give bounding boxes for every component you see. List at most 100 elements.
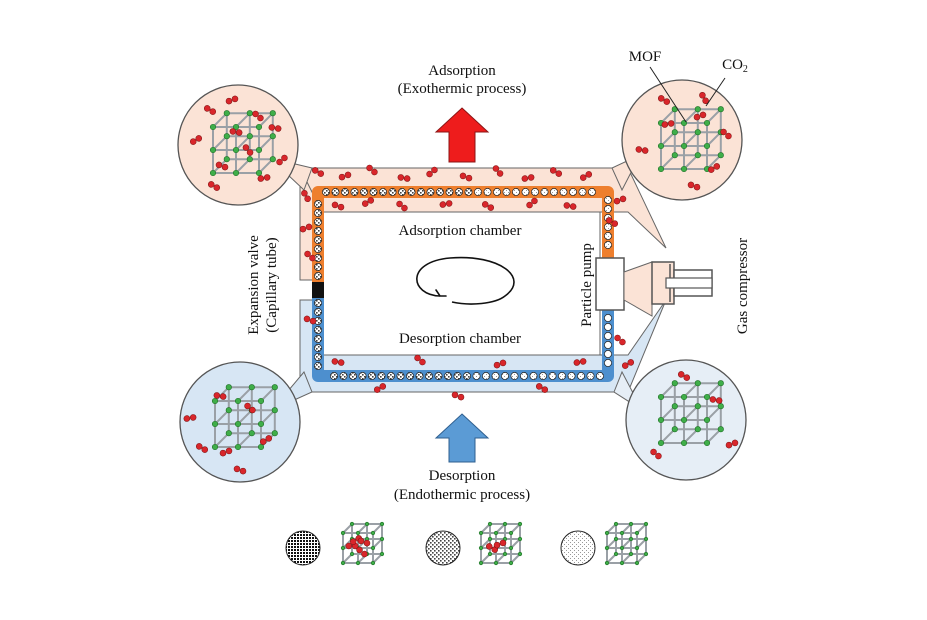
stream-particle	[604, 232, 612, 240]
stream-particle	[314, 308, 322, 316]
stream-particle	[472, 372, 481, 380]
co2-molecule-icon	[493, 539, 507, 549]
co2-label-main: CO	[722, 57, 743, 73]
co2-molecule-icon	[481, 201, 495, 211]
co2-molecule-icon	[299, 223, 313, 233]
co2-molecule-icon	[229, 128, 243, 136]
co2-molecule-icon	[613, 195, 627, 205]
legend-dense-particle-icon	[285, 530, 321, 566]
stream-particle	[314, 335, 322, 343]
stream-particle	[455, 188, 463, 196]
stream-particle	[604, 332, 612, 340]
co2-molecule-icon	[373, 383, 387, 393]
stream-particle	[493, 188, 501, 196]
co2-molecule-icon	[225, 95, 239, 105]
stream-particle	[331, 188, 340, 196]
co2-molecule-icon	[396, 200, 408, 212]
magnified-view-bottom-left	[179, 361, 313, 483]
stream-particle	[379, 188, 387, 196]
co2-molecule-icon	[203, 105, 217, 115]
co2-molecule-icon	[657, 95, 671, 105]
mof-cube-icon	[604, 521, 649, 566]
stream-particle	[502, 188, 511, 196]
co2-molecule-icon	[397, 174, 411, 182]
co2-molecule-icon	[521, 174, 535, 182]
label-leaders	[649, 66, 726, 123]
stream-particle	[604, 196, 612, 204]
stream-particle	[314, 218, 322, 226]
co2-molecule-icon	[720, 128, 732, 140]
stream-particle	[491, 372, 500, 380]
co2-molecule-icon	[677, 371, 691, 381]
co2-molecule-icon	[707, 163, 721, 173]
co2-label: CO2	[718, 56, 752, 79]
stream-particle	[322, 188, 330, 196]
stream-particle	[368, 372, 376, 380]
stream-particle	[586, 372, 595, 380]
co2-molecule-icon	[233, 465, 247, 475]
co2-molecule-icon	[549, 167, 563, 177]
co2-molecule-icon	[338, 171, 352, 181]
co2-molecule-icon	[213, 392, 227, 400]
co2-molecule-icon	[311, 167, 325, 177]
stream-particle	[314, 362, 322, 370]
stream-particle	[425, 372, 433, 380]
capillary-tube-label: (Capillary tube)	[264, 237, 280, 333]
stream-particle	[387, 372, 395, 380]
co2-molecule-icon	[304, 250, 316, 262]
co2-molecule-icon	[459, 172, 473, 182]
co2-molecule-icon	[614, 334, 626, 346]
stream-particle	[604, 323, 612, 331]
stream-particle	[426, 188, 435, 196]
co2-molecule-icon	[257, 174, 271, 182]
stream-particle	[483, 188, 492, 196]
stream-particle	[463, 372, 471, 380]
stream-particle	[388, 188, 397, 196]
heat-absorb-arrow-icon	[434, 413, 490, 463]
stream-particle	[314, 200, 322, 208]
stream-particle	[520, 372, 528, 380]
stream-particle	[444, 372, 452, 380]
co2-molecule-icon	[244, 402, 256, 414]
stream-particle	[330, 372, 338, 380]
adsorption-subtitle: (Exothermic process)	[397, 81, 527, 97]
co2-molecule-icon	[366, 164, 378, 176]
co2-molecule-icon	[493, 359, 507, 369]
stream-particle	[604, 341, 612, 349]
stream-particle	[445, 188, 454, 196]
stream-particle	[341, 188, 349, 196]
desorption-chamber-label: Desorption chamber	[398, 331, 522, 347]
stream-particle	[559, 188, 568, 196]
stream-particle	[377, 372, 386, 380]
co2-molecule-icon	[242, 144, 254, 156]
co2-molecule-icon	[693, 111, 707, 121]
stream-particle	[407, 188, 416, 196]
co2-label-subscript: 2	[742, 64, 748, 75]
stream-particle	[464, 188, 473, 196]
stream-particle	[539, 372, 547, 380]
stream-particle	[540, 188, 549, 196]
stream-particle	[474, 188, 482, 196]
stream-particle	[314, 209, 322, 217]
co2-molecule-icon	[526, 197, 538, 209]
stream-particle	[588, 188, 596, 196]
co2-molecule-icon	[725, 439, 739, 449]
stream-particle	[577, 372, 585, 380]
co2-molecule-icon	[439, 200, 453, 208]
adsorption-title: Adsorption	[428, 63, 496, 79]
stream-particle	[314, 263, 322, 271]
stream-particle	[512, 188, 520, 196]
co2-molecule-icon	[699, 91, 709, 105]
co2-molecule-icon	[650, 448, 662, 460]
stream-particle	[604, 223, 612, 231]
legend-medium-particle-icon	[425, 530, 461, 566]
co2-molecule-icon	[573, 358, 587, 366]
stream-particle	[339, 372, 348, 380]
co2-molecule-icon	[621, 359, 635, 369]
stream-particle	[314, 299, 322, 307]
stream-particle	[510, 372, 519, 380]
co2-molecule-icon	[331, 201, 345, 211]
stream-particle	[396, 372, 405, 380]
stream-particle	[453, 372, 462, 380]
